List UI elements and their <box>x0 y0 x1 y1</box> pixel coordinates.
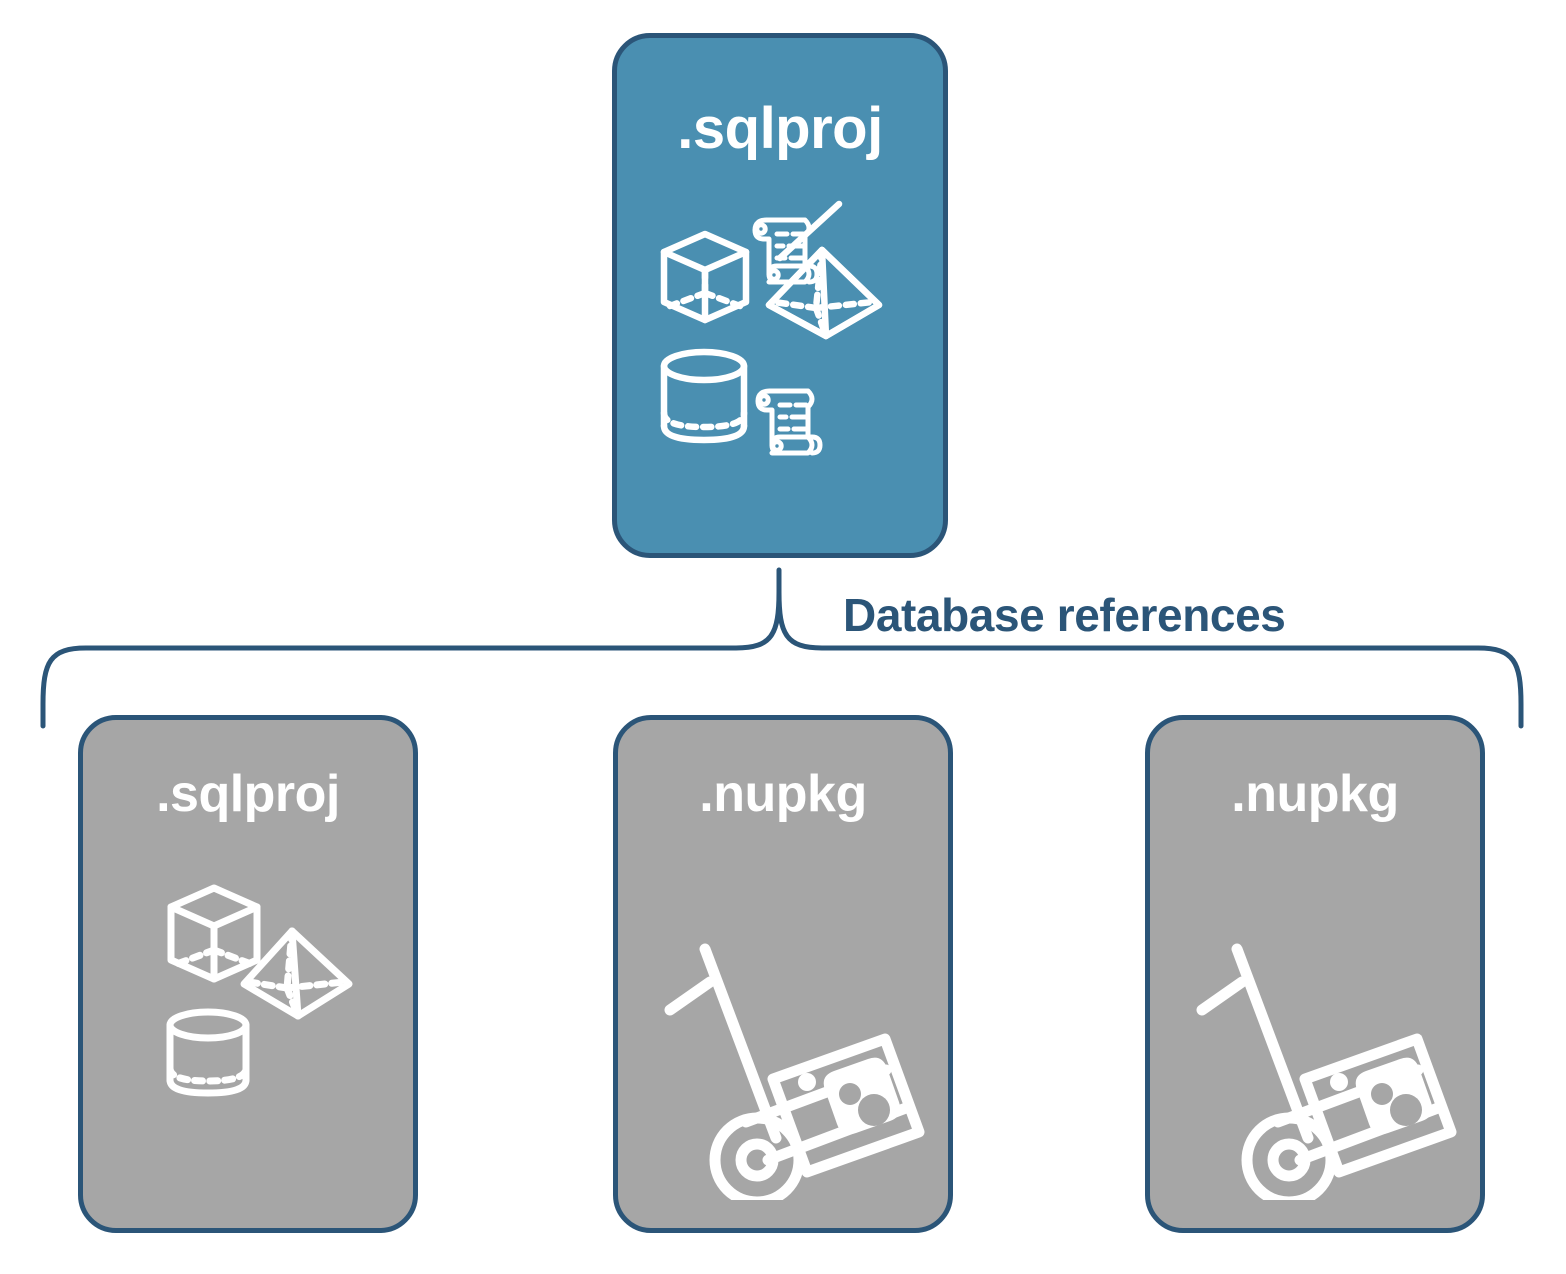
cube-icon <box>660 230 750 324</box>
root-node-label: .sqlproj <box>677 96 883 161</box>
cylinder-icon <box>660 348 748 444</box>
root-node-artwork <box>617 198 943 468</box>
root-node-sqlproj[interactable]: .sqlproj <box>612 33 948 558</box>
nuget-logo-dots <box>1371 1083 1422 1126</box>
reference-node-artwork <box>618 870 948 1208</box>
nuget-logo-dots <box>839 1083 890 1126</box>
connector-label: Database references <box>843 589 1286 641</box>
nuget-logo-small-dot <box>1330 1073 1348 1091</box>
nuget-package-box-icon <box>1299 1033 1457 1178</box>
reference-node-sqlproj[interactable]: .sqlproj <box>78 715 418 1233</box>
pyramid-icon <box>765 200 883 340</box>
reference-node-label: .sqlproj <box>156 765 340 823</box>
reference-node-artwork <box>1150 870 1480 1208</box>
cube-icon <box>167 884 261 983</box>
reference-node-artwork <box>83 870 413 1200</box>
nuget-logo-small-dot <box>798 1073 816 1091</box>
pyramid-icon <box>240 927 353 1020</box>
reference-node-nupkg-1[interactable]: .nupkg <box>613 715 953 1233</box>
reference-node-label: .nupkg <box>1231 765 1399 823</box>
reference-node-nupkg-2[interactable]: .nupkg <box>1145 715 1485 1233</box>
reference-node-label: .nupkg <box>699 765 867 823</box>
cylinder-icon <box>166 1008 250 1097</box>
nuget-package-box-icon <box>767 1033 925 1178</box>
scroll-icon <box>755 388 823 456</box>
